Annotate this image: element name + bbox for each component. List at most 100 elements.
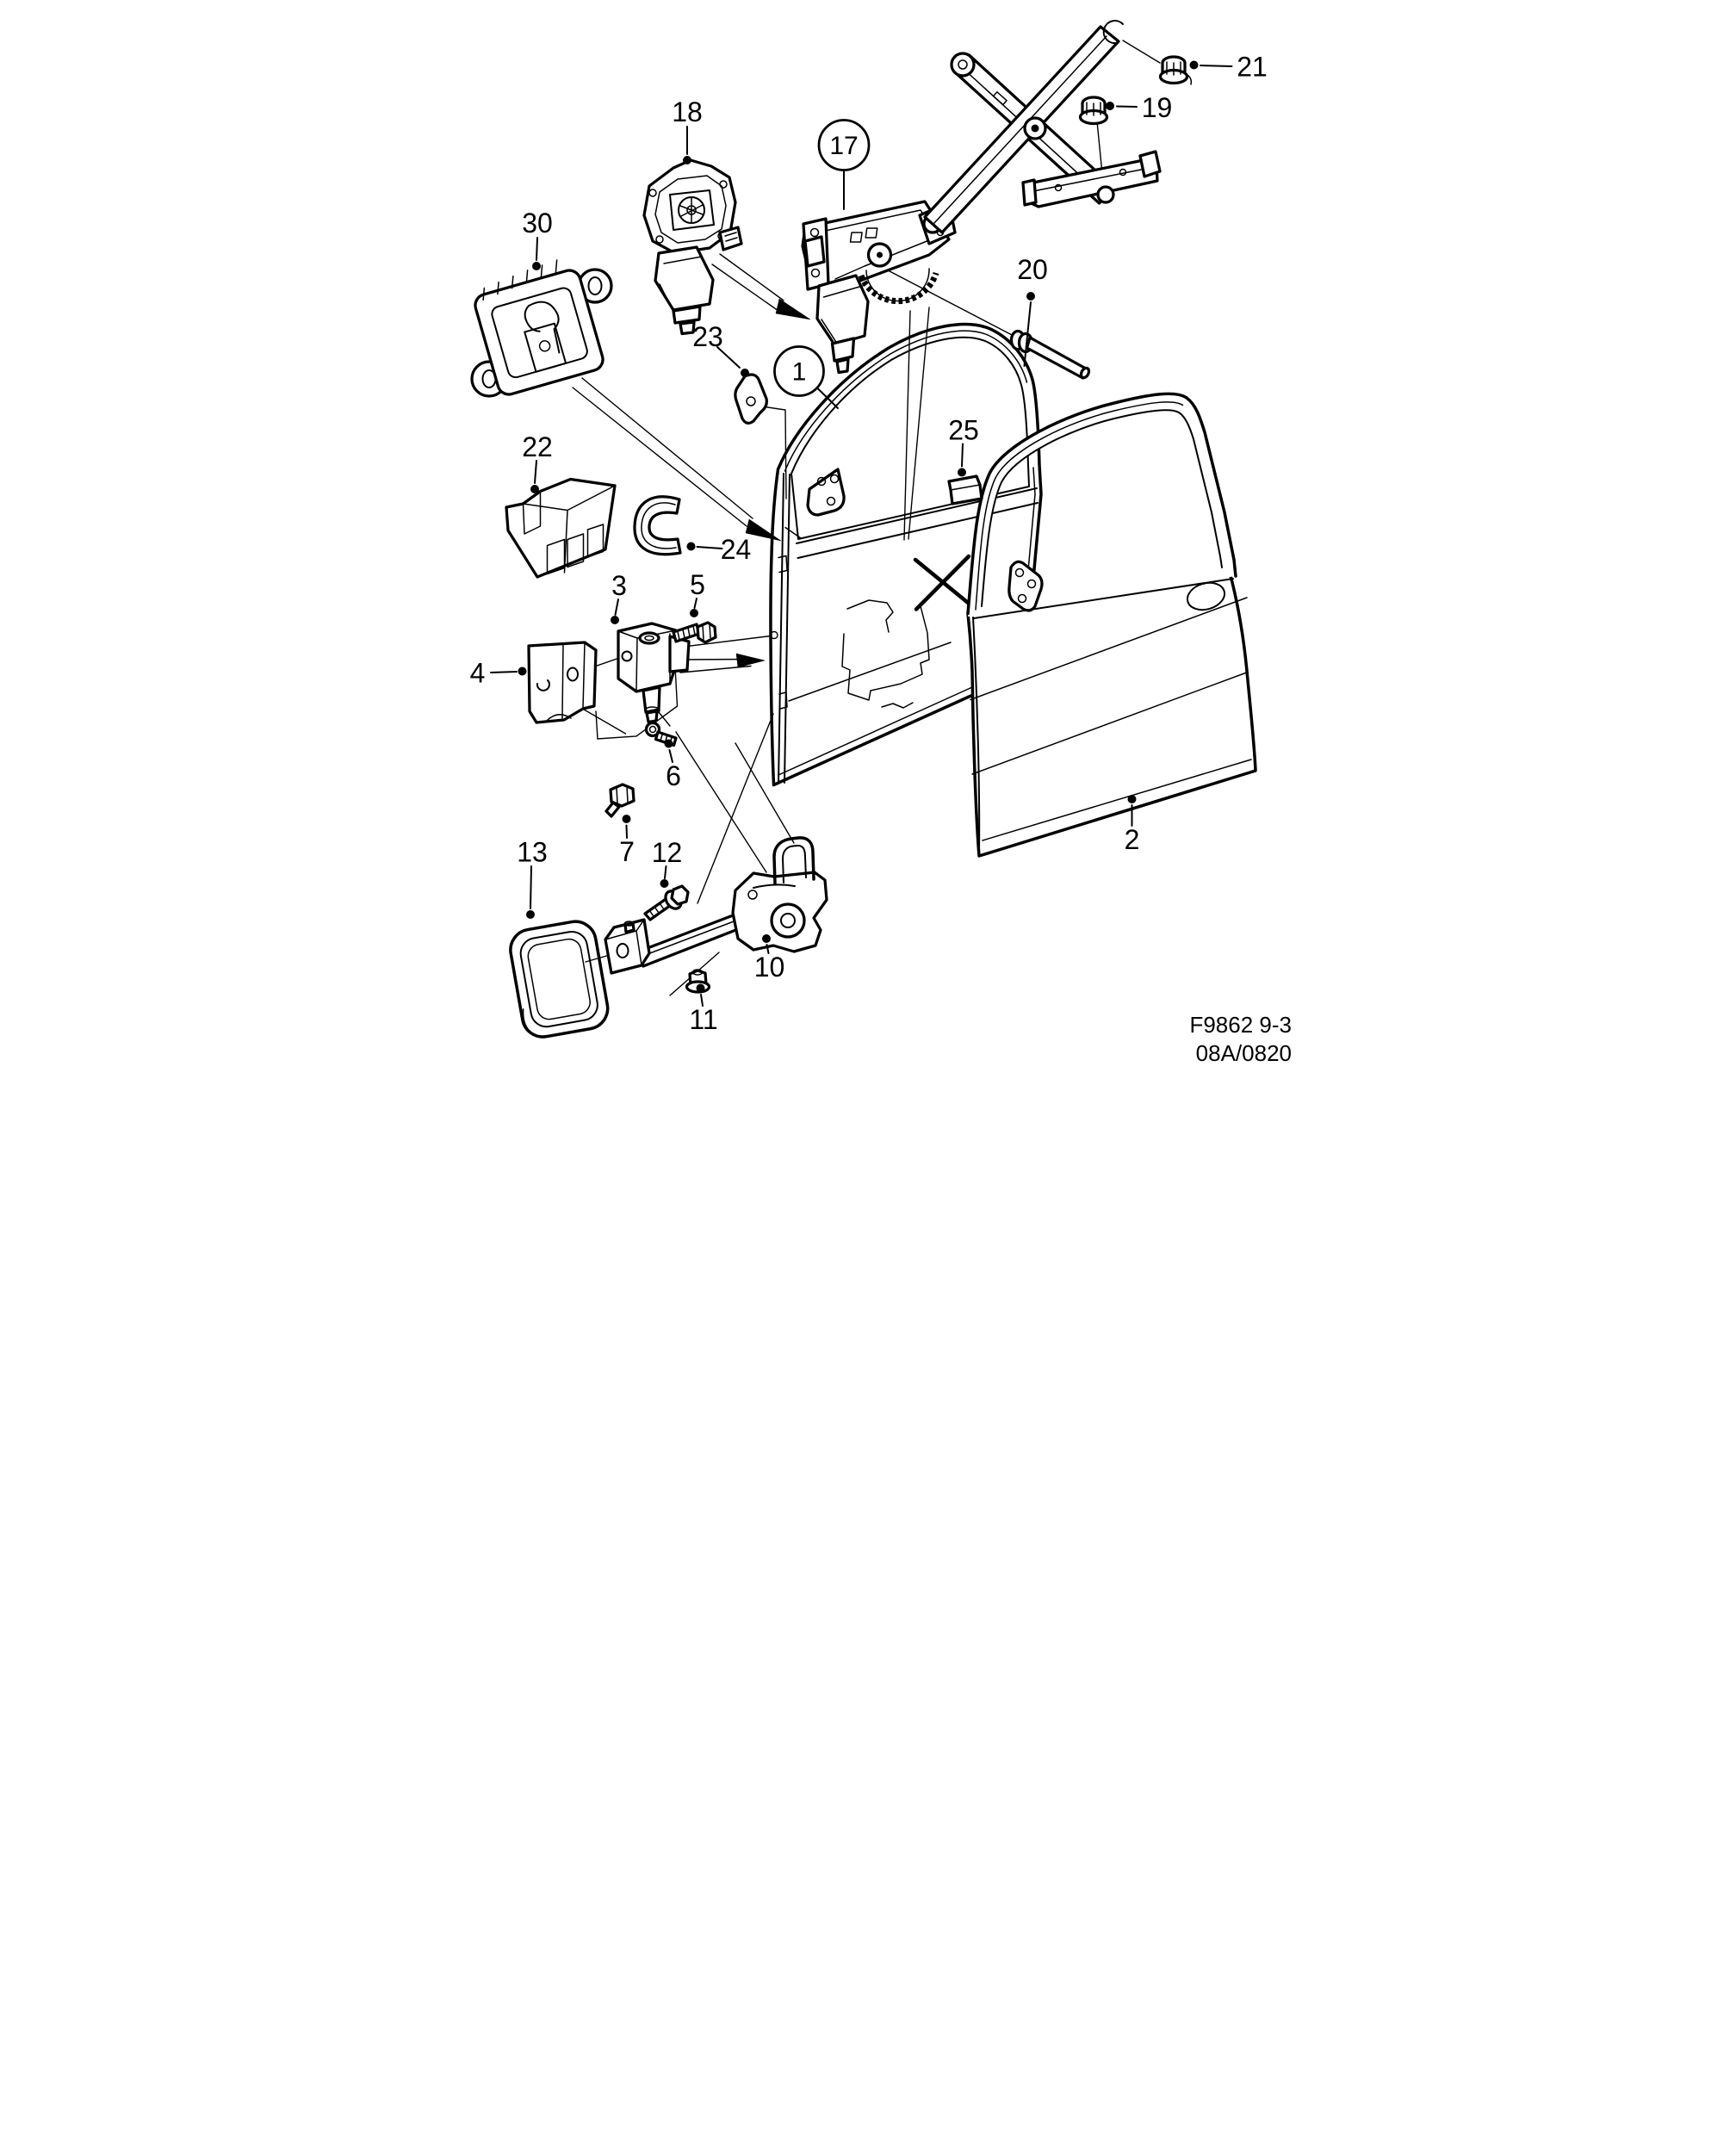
rail-end-flange	[1021, 178, 1038, 207]
callout-dot-4	[518, 667, 527, 676]
door2-belt-lower	[973, 578, 1234, 619]
callout-label-4: 4	[470, 658, 486, 689]
callout-label-24: 24	[721, 534, 752, 565]
arm-a-end-eye	[950, 52, 976, 78]
regulator-connector	[803, 235, 826, 268]
callout-dot-18	[683, 156, 691, 164]
mount-arrow-motor	[775, 298, 811, 320]
regulator-motor-neck	[830, 337, 856, 363]
motor-can-neck	[672, 305, 702, 325]
hex-bolt-7	[604, 783, 636, 818]
door-check-strap	[604, 836, 828, 975]
door2-frame-inner	[981, 409, 1223, 607]
callout-leader-12	[664, 865, 667, 879]
callout-leader-6	[668, 749, 673, 763]
bracket4-hole-right	[567, 667, 579, 682]
motor-can	[654, 245, 715, 312]
callout-leader-23	[716, 346, 741, 369]
bolt7-shank	[604, 801, 621, 818]
callout-leader-24	[696, 546, 723, 549]
rubber-buffer-block	[505, 477, 617, 579]
callout-leader-5	[693, 598, 698, 609]
strap-u-loop-inner	[782, 844, 807, 884]
callout-leader-25	[961, 443, 964, 468]
pivot-bolt-20	[1009, 329, 1091, 380]
callout-dot-21	[1189, 60, 1199, 70]
callout-circle-17	[817, 119, 871, 171]
callout-dot-3	[611, 616, 619, 624]
door1-mirror-triangle	[806, 468, 846, 517]
strap-pin	[623, 921, 636, 934]
mount-arrow-lock	[735, 653, 766, 668]
callout-label-17: 17	[829, 132, 858, 160]
callout-leader-3	[614, 598, 619, 616]
arm-a-rail-pivot	[1096, 185, 1115, 204]
door1-panel-sketch-a	[846, 599, 894, 633]
callout-leader-10	[766, 944, 770, 954]
regulator-gear-arc	[865, 268, 930, 302]
door2-front-edge-inner	[972, 617, 981, 855]
door-outer-panel	[966, 392, 1257, 858]
door-inner-panel	[769, 322, 1043, 787]
regulator-motor-tip	[835, 357, 850, 375]
door1-mirror-hole-2	[829, 474, 840, 484]
callout-label-11: 11	[689, 1004, 717, 1035]
strap-block-hole	[616, 943, 629, 958]
door2-frame-mid	[975, 401, 1184, 611]
door2-crease-upper	[970, 597, 1248, 701]
control-module	[470, 259, 613, 398]
callout-leader-20	[1023, 301, 1032, 367]
wedge-block-25	[947, 474, 983, 505]
part3-hole	[621, 650, 633, 662]
strap-roller	[770, 902, 806, 939]
hex-bolt-12	[643, 884, 690, 921]
door2-body	[966, 572, 1257, 858]
callout-leader-19	[1116, 105, 1138, 108]
callout-label-12: 12	[652, 837, 683, 868]
bracket4-hole-left	[536, 679, 550, 691]
bolt5-thread-shaft	[672, 623, 701, 643]
callout-label-19: 19	[1142, 92, 1173, 123]
strap-bracket-slot	[753, 884, 796, 889]
motor-face-plate	[669, 189, 715, 231]
door-gasket	[509, 920, 610, 1039]
callout-leader-11	[700, 994, 704, 1007]
callout-dot-23	[741, 369, 749, 377]
door-edge-hole	[770, 630, 778, 640]
gasket-mid	[519, 930, 598, 1028]
motor-drive-hub	[678, 196, 705, 224]
callout-label-21: 21	[1237, 52, 1268, 83]
callout-label-13: 13	[517, 837, 548, 868]
callout-leader-21	[1200, 65, 1233, 67]
clip23-mount-line	[755, 405, 787, 499]
u-profile-clip	[633, 495, 682, 556]
callout-dot-24	[686, 542, 696, 551]
bolt20-tip	[1079, 366, 1091, 380]
door2-bottom-inner	[982, 759, 1252, 841]
gasket-inner	[527, 938, 591, 1020]
motor-can-tip	[679, 320, 696, 336]
door1-hinge-edge-band	[778, 473, 790, 784]
rail-end-bracket	[1138, 150, 1162, 178]
part3-cap	[638, 631, 660, 645]
door1-panel-sketch-b	[841, 605, 930, 701]
callout-dot-30	[532, 262, 541, 270]
callout-circle-1	[773, 345, 825, 397]
block22-slots	[546, 524, 604, 575]
module-housing	[474, 269, 604, 396]
gasket-outer	[509, 920, 610, 1039]
arm-b-hook	[1102, 20, 1124, 45]
callout-dot-7	[622, 815, 631, 823]
door1-hinge-cutouts	[778, 555, 788, 710]
hinge-bracket	[527, 641, 598, 724]
door1-mirror-hole-3	[826, 496, 836, 506]
callout-dot-10	[762, 934, 771, 943]
door2-frame-band-fill	[968, 394, 1236, 617]
callout-label-23: 23	[692, 321, 723, 352]
scissor-regulator-arms	[923, 20, 1162, 234]
part3-plunger-tip	[645, 710, 659, 724]
door2-mirror-triangle	[1008, 560, 1044, 612]
callout-dot-12	[660, 879, 669, 888]
